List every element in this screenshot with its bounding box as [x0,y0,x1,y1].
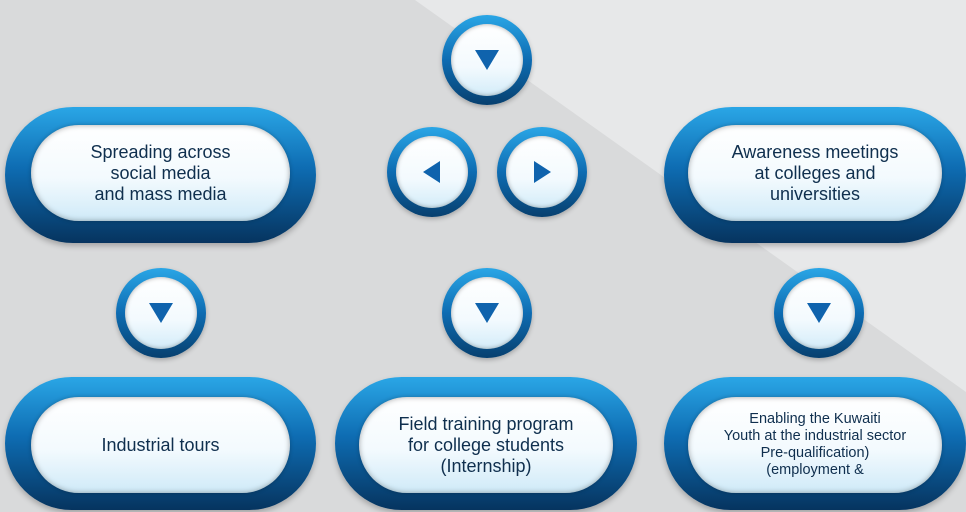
node-awareness-meetings-label: Awareness meetings at colleges and unive… [731,141,899,204]
arrow-button-right [497,127,587,217]
down-arrow-icon [807,303,831,323]
node-field-training-label: Field training program for college stude… [398,413,574,476]
left-arrow-icon [423,161,440,183]
down-arrow-icon [149,303,173,323]
node-enabling-youth-label: Enabling the Kuwaiti Youth at the indust… [723,411,907,478]
arrow-button-row2-right [774,268,864,358]
arrow-button-row2-center [442,268,532,358]
down-arrow-icon [475,303,499,323]
right-arrow-icon [534,161,551,183]
arrow-button-left [387,127,477,217]
node-social-media-label: Spreading across social media and mass m… [90,141,231,204]
node-social-media: Spreading across social media and mass m… [5,107,316,243]
node-industrial-tours-label: Industrial tours [101,434,220,455]
node-industrial-tours: Industrial tours [5,377,316,510]
arrow-button-row2-left [116,268,206,358]
node-awareness-meetings: Awareness meetings at colleges and unive… [664,107,966,243]
down-arrow-icon [475,50,499,70]
node-field-training: Field training program for college stude… [335,377,637,510]
node-enabling-youth: Enabling the Kuwaiti Youth at the indust… [664,377,966,510]
arrow-button-top [442,15,532,105]
